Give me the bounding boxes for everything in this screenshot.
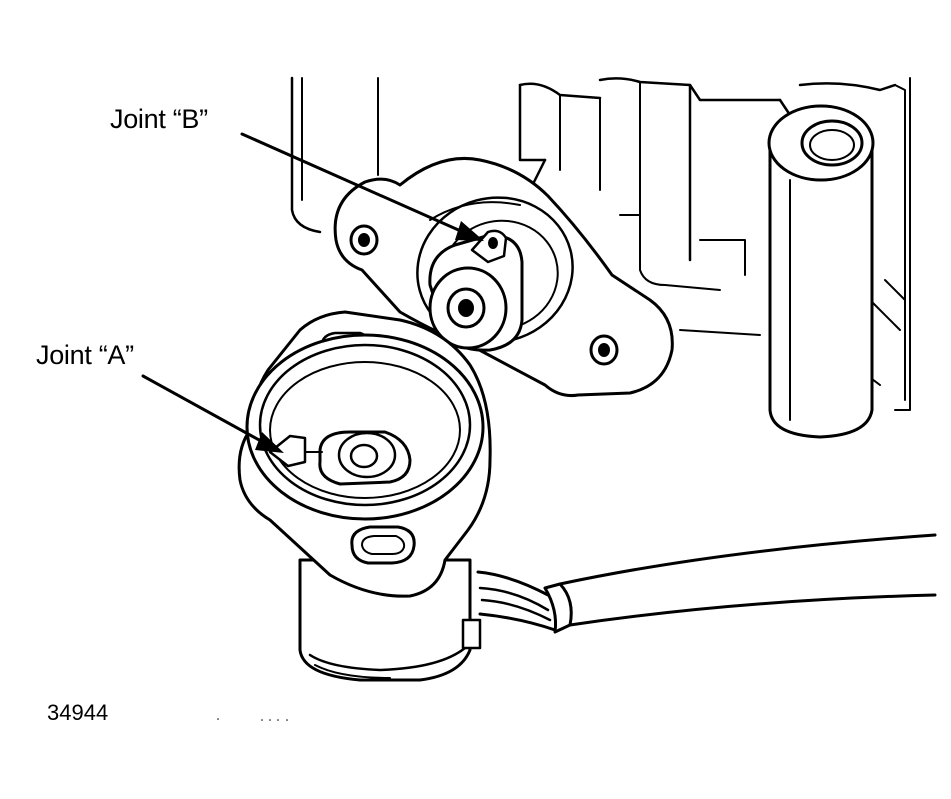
scan-specks — [217, 718, 288, 721]
joint-b-label: Joint “B” — [110, 104, 208, 134]
figure-number: 34944 — [47, 700, 109, 725]
housing-boss-cylinder — [767, 104, 875, 439]
arrowhead-b — [455, 221, 484, 241]
leader-line-a — [141, 374, 272, 448]
arrowhead-a — [255, 432, 284, 453]
leader-lines — [141, 132, 484, 453]
throttle-position-sensor — [237, 310, 492, 682]
joint-a-label: Joint “A” — [36, 340, 134, 370]
leader-line-b — [240, 132, 474, 238]
wiring-harness — [476, 533, 937, 634]
throttle-shaft-flange — [333, 156, 674, 397]
